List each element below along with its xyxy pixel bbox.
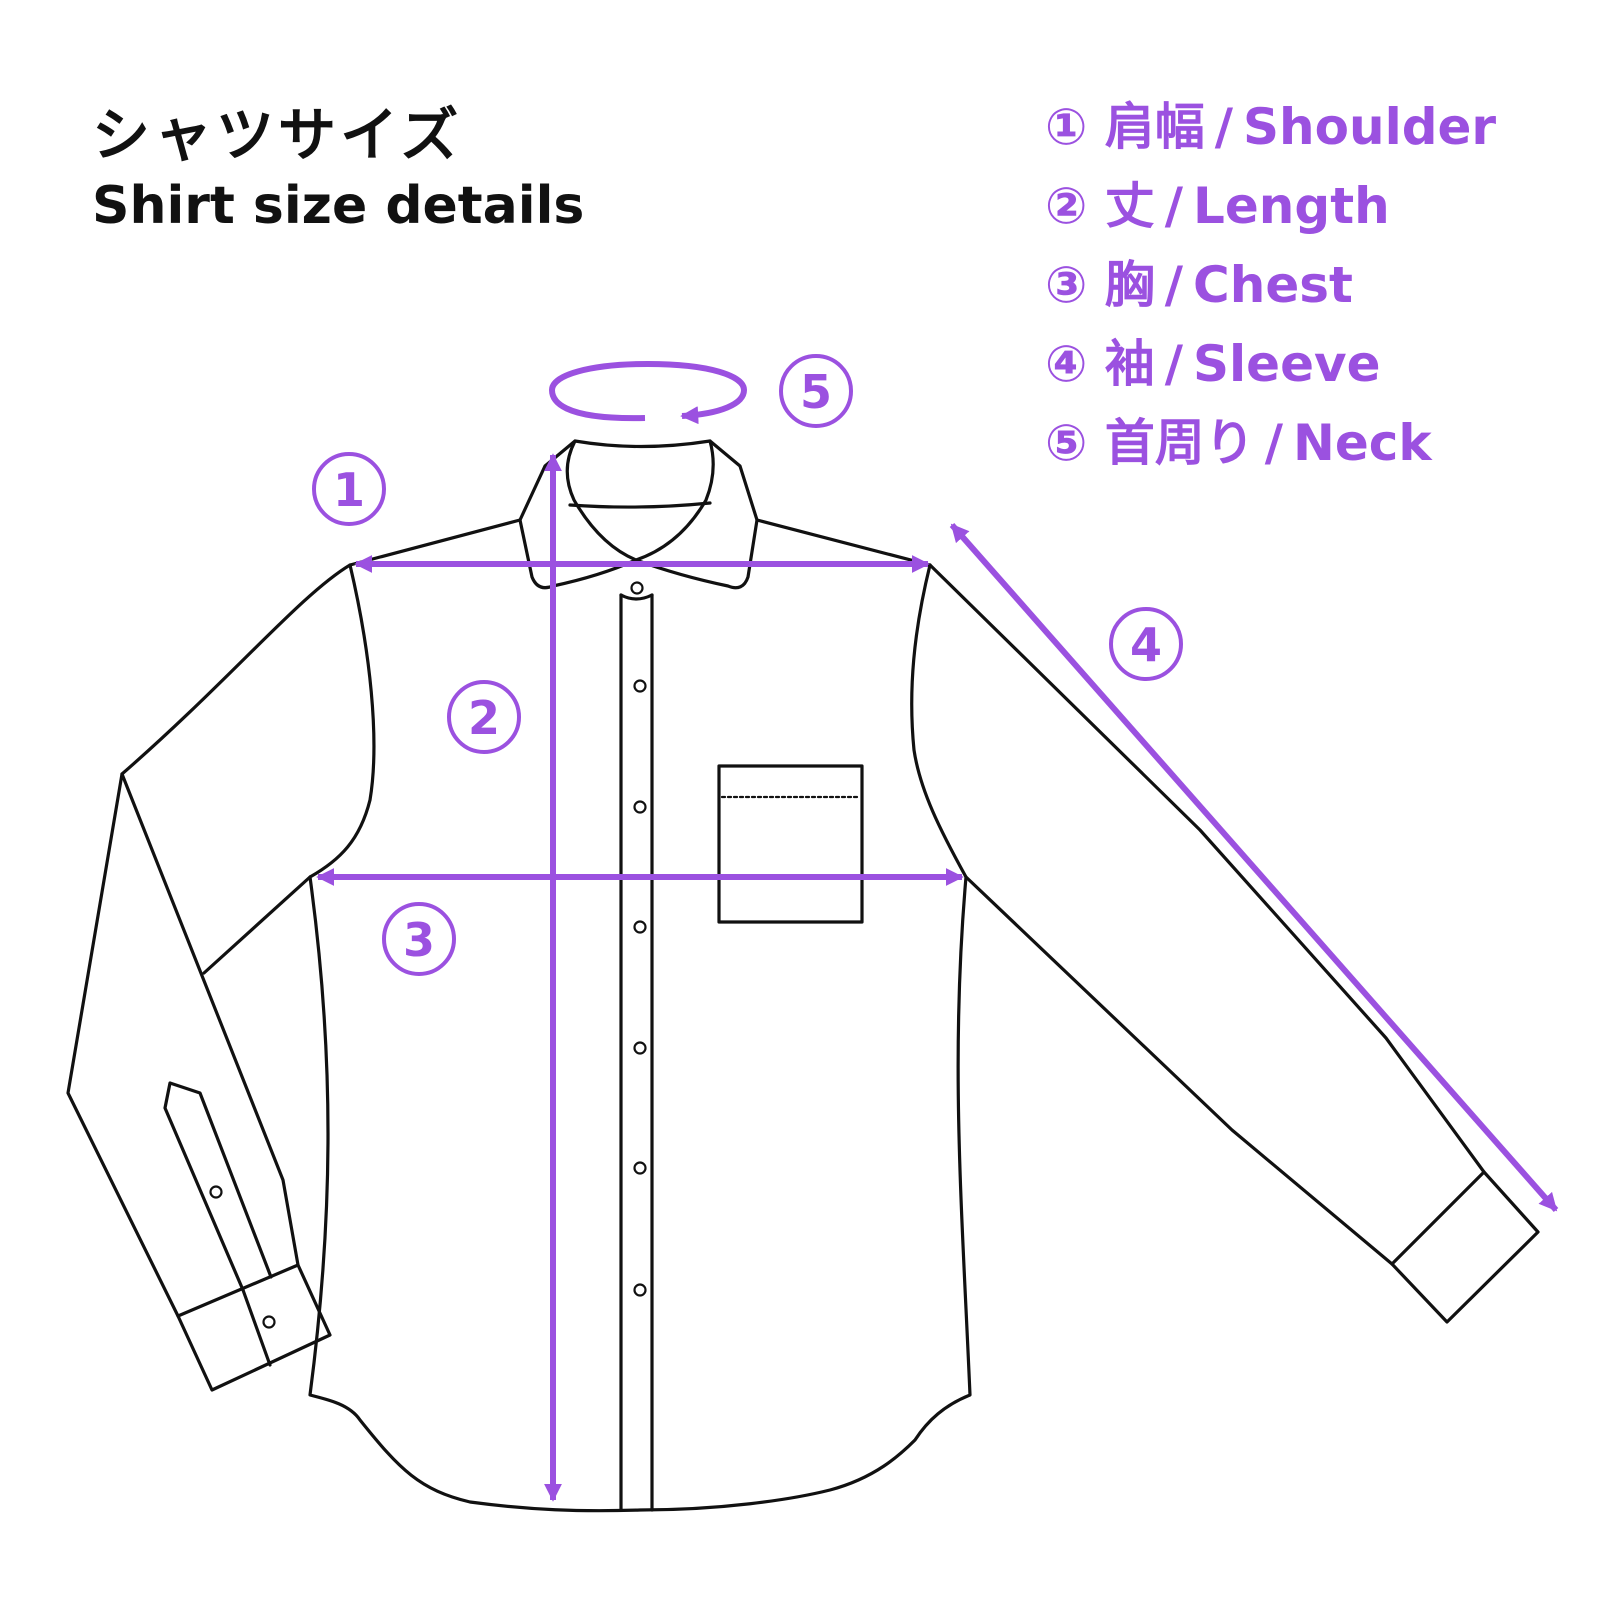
legend-jp: 肩幅 — [1104, 98, 1205, 156]
legend-en: Neck — [1293, 414, 1432, 472]
placket-left — [163, 1081, 273, 1292]
neck-arrow — [548, 360, 748, 425]
front-button — [633, 800, 647, 814]
legend-en: Length — [1193, 177, 1390, 235]
legend-jp: 胸 — [1104, 256, 1155, 314]
legend-en: Shoulder — [1243, 98, 1497, 156]
cuff-left-seam — [241, 1288, 272, 1367]
marker-chest: 3 — [382, 902, 456, 976]
collar-band — [568, 501, 712, 509]
legend-item-chest: ③ 胸/Chest — [1045, 256, 1353, 314]
front-placket — [619, 593, 654, 1512]
front-button — [633, 1041, 647, 1055]
sleeve-right — [928, 563, 1486, 1174]
marker-sleeve: 4 — [1109, 607, 1183, 681]
collar-inner-right — [634, 439, 715, 562]
legend-item-length: ② 丈/Length — [1045, 177, 1390, 235]
armpit-left — [202, 875, 312, 975]
shirt-body — [308, 563, 972, 1513]
placket-top — [619, 593, 654, 601]
sleeve-left — [66, 563, 352, 1318]
sleeve-arrow — [949, 523, 1559, 1212]
cuff-button — [262, 1315, 276, 1329]
measurement-arrows — [316, 360, 1559, 1502]
legend-number: ⑤ — [1045, 414, 1088, 472]
legend-jp: 袖 — [1104, 335, 1155, 393]
marker-length: 2 — [447, 680, 521, 754]
legend-item-neck: ⑤ 首周り/Neck — [1045, 414, 1432, 472]
legend-number: ① — [1045, 98, 1088, 156]
title-japanese: シャツサイズ — [92, 101, 463, 169]
sleeve-left-inner — [120, 772, 300, 1267]
number-markers: 1 2 3 4 5 — [312, 354, 1183, 976]
svg-text:2: 2 — [468, 691, 500, 745]
shoulder-seam-right — [755, 518, 932, 567]
legend-number: ② — [1045, 177, 1088, 235]
front-button — [633, 920, 647, 934]
legend-en: Chest — [1193, 256, 1353, 314]
legend-en: Sleeve — [1193, 335, 1381, 393]
marker-shoulder: 1 — [312, 452, 386, 526]
svg-text:3: 3 — [403, 913, 435, 967]
front-button — [633, 679, 647, 693]
cuff-right — [1390, 1170, 1540, 1324]
svg-text:1: 1 — [333, 463, 365, 517]
legend-number: ③ — [1045, 256, 1088, 314]
shoulder-seam-left — [348, 518, 522, 567]
legend-jp: 首周り — [1104, 414, 1255, 472]
collar-button — [630, 581, 644, 595]
title-english: Shirt size details — [92, 176, 585, 236]
legend-jp: 丈 — [1104, 177, 1155, 235]
cuff-left — [176, 1263, 332, 1392]
chest-pocket — [717, 764, 864, 924]
buttons — [209, 581, 647, 1329]
placket-button — [209, 1185, 223, 1199]
measurement-legend: ① 肩幅/Shoulder ② 丈/Length ③ 胸/Chest ④ 袖/S… — [1045, 88, 1496, 483]
shirt-outline — [66, 439, 1540, 1513]
legend-item-sleeve: ④ 袖/Sleeve — [1045, 335, 1381, 393]
legend-item-shoulder: ① 肩幅/Shoulder — [1045, 98, 1497, 156]
sleeve-right-inner — [964, 875, 1394, 1266]
collar-inner-left — [565, 439, 638, 562]
svg-text:5: 5 — [800, 365, 832, 419]
svg-text:4: 4 — [1130, 618, 1162, 672]
legend-number: ④ — [1045, 335, 1088, 393]
marker-neck: 5 — [779, 354, 853, 428]
front-button — [633, 1283, 647, 1297]
front-button — [633, 1161, 647, 1175]
